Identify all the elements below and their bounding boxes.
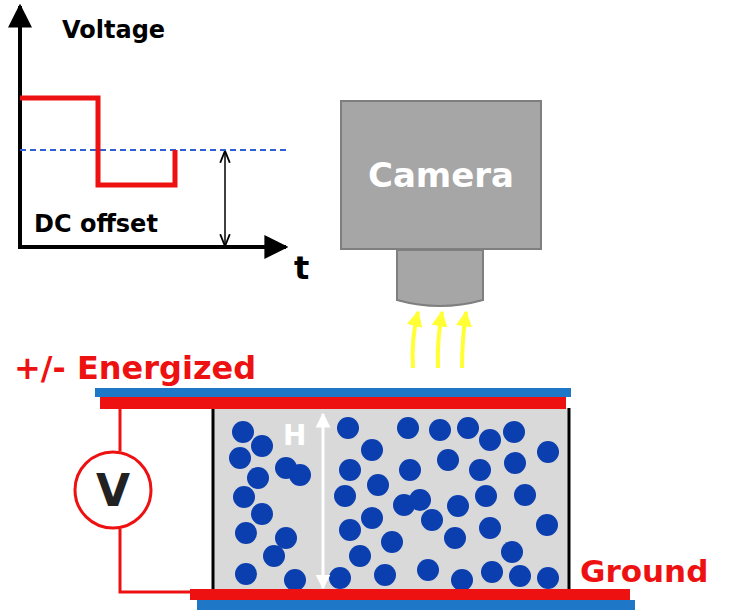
particle: [393, 494, 415, 516]
particle: [263, 545, 285, 567]
particles: [229, 417, 559, 591]
particle: [447, 495, 469, 517]
particle: [349, 545, 371, 567]
particle: [479, 517, 501, 539]
square-waveform: [20, 98, 175, 185]
particle: [361, 507, 383, 529]
particle: [444, 527, 466, 549]
particle: [429, 419, 451, 441]
bottom-electrode: [190, 589, 630, 600]
node-label: Camera: [368, 155, 514, 195]
particle: [451, 569, 473, 591]
particle: [503, 421, 525, 443]
particle: [334, 485, 356, 507]
particle: [417, 559, 439, 581]
cell-chamber: [212, 408, 570, 592]
particle: [235, 563, 257, 585]
particle: [475, 485, 497, 507]
top-glass: [95, 388, 571, 397]
offset-label: DC offset: [34, 212, 158, 236]
node-label: V: [96, 465, 130, 516]
height-arrow: [322, 414, 325, 588]
particle: [339, 519, 361, 541]
particle: [329, 567, 351, 589]
particle: [235, 522, 257, 544]
axis-label: Voltage: [62, 18, 165, 42]
particle: [537, 441, 559, 463]
dc-offset-arrow: [224, 152, 226, 245]
particle: [469, 459, 491, 481]
wire: [119, 408, 122, 451]
light-arrows: [413, 312, 466, 368]
voltage-axes: [18, 6, 286, 247]
particle: [289, 464, 311, 486]
particle: [509, 565, 531, 587]
camera-lens: [397, 250, 483, 306]
particle: [537, 567, 559, 589]
particle: [437, 449, 459, 471]
camera-body: Camera: [340, 100, 542, 250]
particle: [536, 514, 558, 536]
particle: [397, 417, 419, 439]
particle: [421, 509, 443, 531]
top-electrode: [100, 397, 566, 409]
particle: [361, 439, 383, 461]
particle: [337, 417, 359, 439]
particle: [229, 447, 251, 469]
electrode-label: +/- Energized: [14, 352, 256, 384]
particle: [339, 459, 361, 481]
cell-wall: [212, 408, 215, 592]
dimension-label: H: [283, 422, 306, 450]
particle: [457, 417, 479, 439]
voltmeter-symbol: V: [72, 450, 154, 530]
cell-wall: [568, 408, 571, 592]
particle: [381, 531, 403, 553]
electrode-label: Ground: [580, 556, 708, 587]
particle: [374, 564, 396, 586]
particle: [275, 527, 297, 549]
wire: [120, 529, 195, 592]
particle: [233, 486, 255, 508]
particle: [479, 429, 501, 451]
particle: [284, 569, 306, 591]
particle: [514, 484, 536, 506]
particle: [251, 503, 273, 525]
particle: [504, 452, 526, 474]
particle: [232, 421, 254, 443]
dc-offset-line: [20, 149, 286, 151]
particle: [399, 459, 421, 481]
particle: [251, 435, 273, 457]
particle: [367, 474, 389, 496]
particle: [247, 467, 269, 489]
bottom-glass: [197, 600, 635, 610]
particle: [481, 561, 503, 583]
axis-label: t: [294, 252, 309, 284]
particle: [501, 541, 523, 563]
